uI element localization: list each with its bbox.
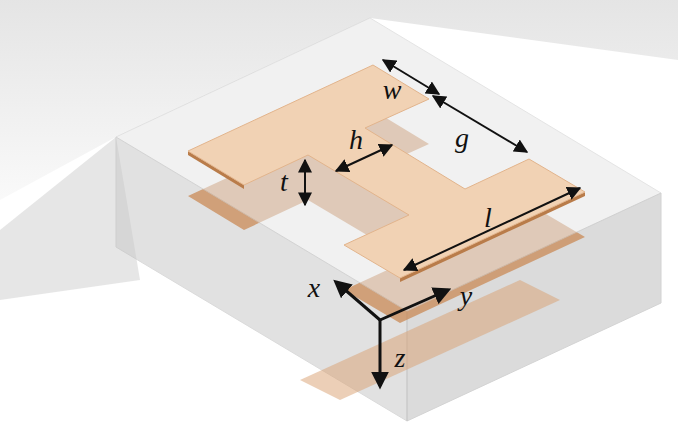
axis-x [336,282,380,320]
axis-label: z [395,344,406,372]
glass-top [116,18,661,311]
dimension-label: h [349,126,363,154]
copper-h [188,65,585,278]
axis-label: y [460,282,472,310]
dimension-g [433,96,527,152]
axis-y [380,290,448,320]
dimension-label: g [455,124,469,152]
dimension-h [336,145,392,171]
dimension-label: w [383,76,402,104]
dimension-t [304,160,306,205]
axis-z [379,320,382,386]
bottom-strip [300,280,560,400]
dimension-label: t [280,168,288,196]
dimension-label: l [484,204,492,232]
axis-label: x [308,274,320,302]
dimension-l [404,188,580,270]
